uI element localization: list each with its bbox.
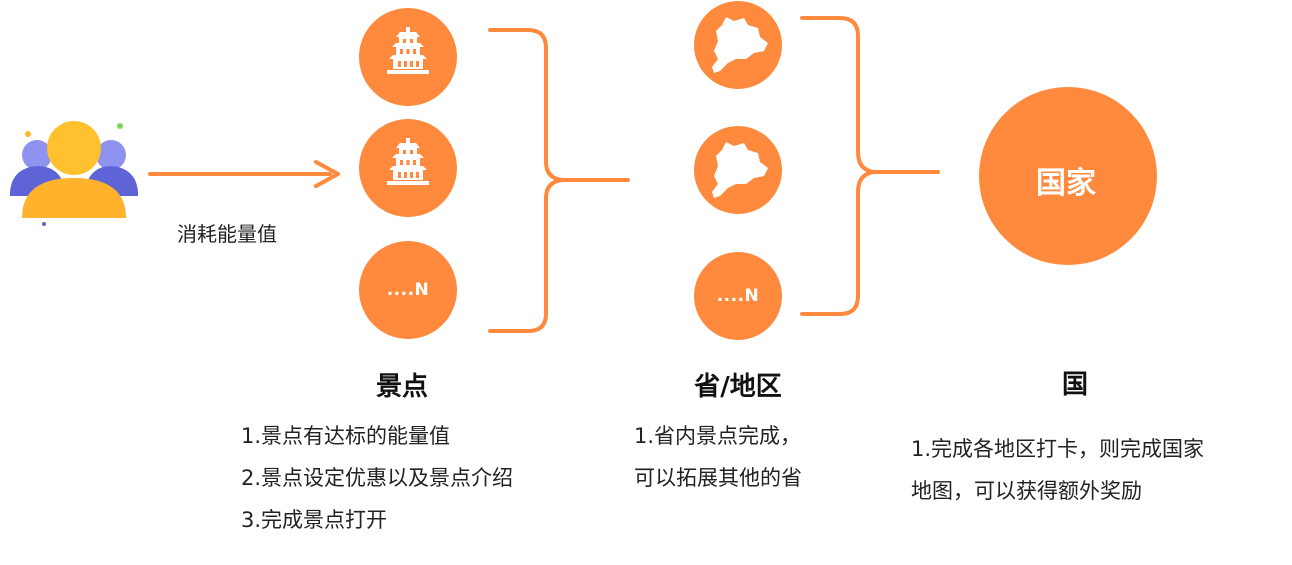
country-desc-line-1: 1.完成各地区打卡，则完成国家 — [911, 437, 1205, 461]
province-map-icon — [712, 17, 768, 73]
province-description: 1.省内景点完成， 可以拓展其他的省 — [634, 415, 802, 499]
province-desc-line-1: 1.省内景点完成， — [634, 424, 802, 448]
scenic-circle-n — [359, 241, 457, 339]
country-description: 1.完成各地区打卡，则完成国家 地图，可以获得额外奖励 — [911, 428, 1204, 512]
province-desc-line-2: 可以拓展其他的省 — [634, 466, 802, 490]
scenic-n-label: ....N — [386, 280, 430, 300]
pagoda-icon — [387, 27, 429, 74]
country-desc-line-2: 地图，可以获得额外奖励 — [911, 479, 1142, 503]
country-title: 国 — [1061, 370, 1089, 400]
flow-arrow — [148, 160, 340, 188]
province-title: 省/地区 — [694, 372, 782, 402]
scenic-description: 1.景点有达标的能量值 2.景点设定优惠以及景点介绍 3.完成景点打开 — [241, 415, 513, 541]
pagoda-icon — [387, 138, 429, 185]
scenic-desc-line-1: 1.景点有达标的能量值 — [241, 424, 451, 448]
scenic-desc-line-3: 3.完成景点打开 — [241, 508, 388, 532]
province-n-label: ....N — [716, 286, 760, 306]
arrow-label: 消耗能量值 — [177, 222, 277, 246]
bracket-province — [800, 16, 940, 316]
province-circle-n — [694, 252, 782, 340]
bracket-scenic — [488, 28, 630, 333]
scenic-title: 景点 — [375, 372, 429, 402]
country-circle — [979, 87, 1157, 265]
country-circle-label: 国家 — [1036, 166, 1096, 201]
province-map-icon — [712, 142, 768, 198]
scenic-desc-line-2: 2.景点设定优惠以及景点介绍 — [241, 466, 514, 490]
user-group-icon — [10, 121, 138, 226]
